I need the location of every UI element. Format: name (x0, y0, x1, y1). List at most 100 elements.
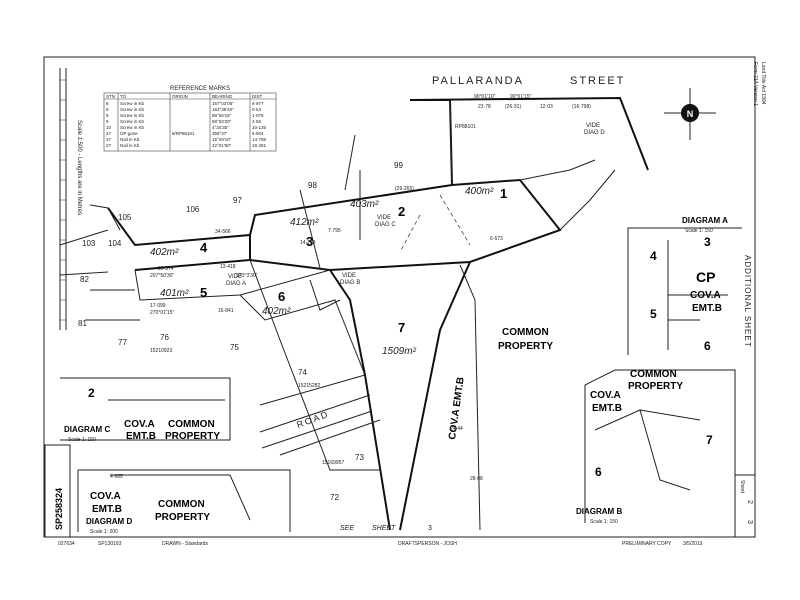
svg-text:6: 6 (595, 465, 602, 479)
svg-text:90°01'10": 90°01'10" (474, 94, 496, 100)
common-label: COMMON (502, 327, 549, 338)
svg-text:PROPERTY: PROPERTY (628, 381, 683, 392)
svg-text:15210923: 15210923 (150, 348, 172, 354)
svg-text:14·733: 14·733 (300, 240, 316, 246)
svg-text:24·44: 24·44 (450, 426, 463, 432)
svg-text:73: 73 (355, 453, 364, 462)
svg-text:DIAG B: DIAG B (340, 280, 360, 286)
plan-number: SP258324 (44, 444, 71, 538)
reference-marks-cell: 15°29'10" (212, 137, 232, 142)
lot-4: 4 402m² (150, 240, 208, 258)
svg-text:PROPERTY: PROPERTY (155, 512, 210, 523)
svg-text:3: 3 (746, 520, 753, 524)
lot-boundaries (59, 96, 649, 531)
svg-text:Scale 1: 150: Scale 1: 150 (68, 437, 96, 443)
svg-text:401m²: 401m² (160, 288, 189, 299)
svg-text:DRAWN - Standards: DRAWN - Standards (162, 541, 208, 547)
svg-text:DIAG C: DIAG C (375, 222, 396, 228)
svg-text:74: 74 (298, 368, 307, 377)
svg-text:76: 76 (160, 333, 169, 342)
reference-marks-cell: Nail in Kb (120, 143, 140, 148)
svg-text:COMMON: COMMON (168, 419, 215, 430)
svg-text:DIAGRAM C: DIAGRAM C (64, 425, 110, 434)
svg-text:3/5/2013: 3/5/2013 (683, 541, 703, 547)
svg-text:Scale 1: 150: Scale 1: 150 (590, 519, 618, 525)
reference-marks-header: TO (120, 94, 127, 99)
svg-text:COV.A: COV.A (690, 290, 721, 301)
svg-text:15215282: 15215282 (298, 383, 320, 389)
svg-text:COMMON: COMMON (158, 499, 205, 510)
additional-sheet-label: ADDITIONAL SHEET (743, 255, 752, 348)
reference-marks-cell: Screw in Kb (120, 125, 145, 130)
road-lines (259, 394, 373, 449)
svg-text:2: 2 (746, 500, 753, 504)
svg-text:105: 105 (118, 213, 132, 222)
svg-text:DIAG A: DIAG A (226, 281, 246, 287)
reference-marks-header: ORIGIN (172, 94, 188, 99)
svg-text:28·08: 28·08 (470, 476, 483, 482)
svg-text:2: 2 (398, 204, 405, 219)
svg-text:15169957: 15169957 (322, 460, 344, 466)
svg-text:5: 5 (650, 307, 657, 321)
reference-marks-cell: 88°56'15" (212, 113, 232, 118)
svg-text:EMT.B: EMT.B (92, 504, 122, 515)
svg-text:402m²: 402m² (150, 247, 179, 258)
reference-marks-cell: 1·075 (252, 113, 264, 118)
svg-text:5: 5 (200, 285, 207, 300)
lot-5: 5 401m² (160, 285, 207, 300)
svg-text:97: 97 (233, 196, 242, 205)
svg-text:7: 7 (706, 433, 713, 447)
dimension-labels: 23·78 (26·31) (29·265) 12·03 (16·798) 14… (110, 94, 591, 482)
reference-marks-cell: 27 (106, 137, 112, 142)
reference-marks-cell: 167°03'05" (212, 101, 234, 106)
svg-text:PROPERTY: PROPERTY (165, 431, 220, 442)
svg-text:COV.A: COV.A (90, 491, 121, 502)
svg-text:DIAGRAM B: DIAGRAM B (576, 507, 622, 516)
svg-text:CP: CP (696, 269, 715, 285)
reference-marks-cell: Nail in Kb (120, 137, 140, 142)
vide-b: VIDE (342, 273, 356, 279)
svg-text:SP258324: SP258324 (54, 488, 64, 530)
svg-text:98: 98 (308, 181, 317, 190)
reference-marks-cell: 69°03'20" (212, 119, 232, 124)
plan-references: 15210923 15215282 15169957 RP88101 (150, 124, 476, 466)
diagram-b: COMMON PROPERTY COV.A EMT.B 6 7 DIAGRAM … (576, 369, 736, 525)
reference-marks-cell: 8 (106, 101, 109, 106)
svg-text:EMT.B: EMT.B (126, 431, 156, 442)
reference-marks-header: DIST (252, 94, 263, 99)
svg-text:99: 99 (394, 161, 403, 170)
reference-marks-cell: Screw in Kb (120, 119, 145, 124)
svg-text:6: 6 (278, 289, 285, 304)
reference-marks-cell: 8/RP86101 (172, 131, 195, 136)
svg-text:6: 6 (704, 339, 711, 353)
reference-marks-cell: Screw in Kb (120, 113, 145, 118)
svg-text:13·418: 13·418 (220, 264, 236, 270)
reference-marks-cell: 359°37' (212, 131, 227, 136)
svg-text:DRAFTSPERSON - JOSH: DRAFTSPERSON - JOSH (398, 541, 457, 547)
reference-marks-cell: 27 (106, 131, 112, 136)
svg-text:EMT.B: EMT.B (692, 303, 722, 314)
sheet-box: Sheet 2 3 (734, 474, 756, 538)
reference-marks-cell: 10·135 (252, 125, 267, 130)
reference-marks-cell: 9 (106, 107, 109, 112)
svg-text:PRELIMINARY COPY: PRELIMINARY COPY (622, 541, 672, 547)
svg-text:270°01'15": 270°01'15" (150, 310, 174, 316)
svg-text:104: 104 (108, 239, 122, 248)
svg-text:RP88101: RP88101 (455, 124, 476, 130)
svg-text:207°50'30": 207°50'30" (150, 273, 174, 279)
svg-text:COV.A: COV.A (124, 419, 155, 430)
reference-marks-cell: 27 (106, 143, 112, 148)
svg-text:403m²: 403m² (350, 199, 379, 210)
svg-text:SP130193: SP130193 (98, 541, 122, 547)
side-note-1: Land Title Act 1994 (760, 62, 766, 105)
side-note-2: Form 21A Version 1 (752, 62, 758, 106)
reference-marks-header: STN (106, 94, 115, 99)
reference-marks-header: BEARING (212, 94, 233, 99)
reference-marks-cell: 4°34'35" (212, 125, 229, 130)
diagram-d: COV.A EMT.B COMMON PROPERTY DIAGRAM D Sc… (77, 469, 291, 535)
svg-text:90°01'15": 90°01'15" (510, 94, 532, 100)
reference-marks-cell: 163°38'40" (212, 107, 234, 112)
